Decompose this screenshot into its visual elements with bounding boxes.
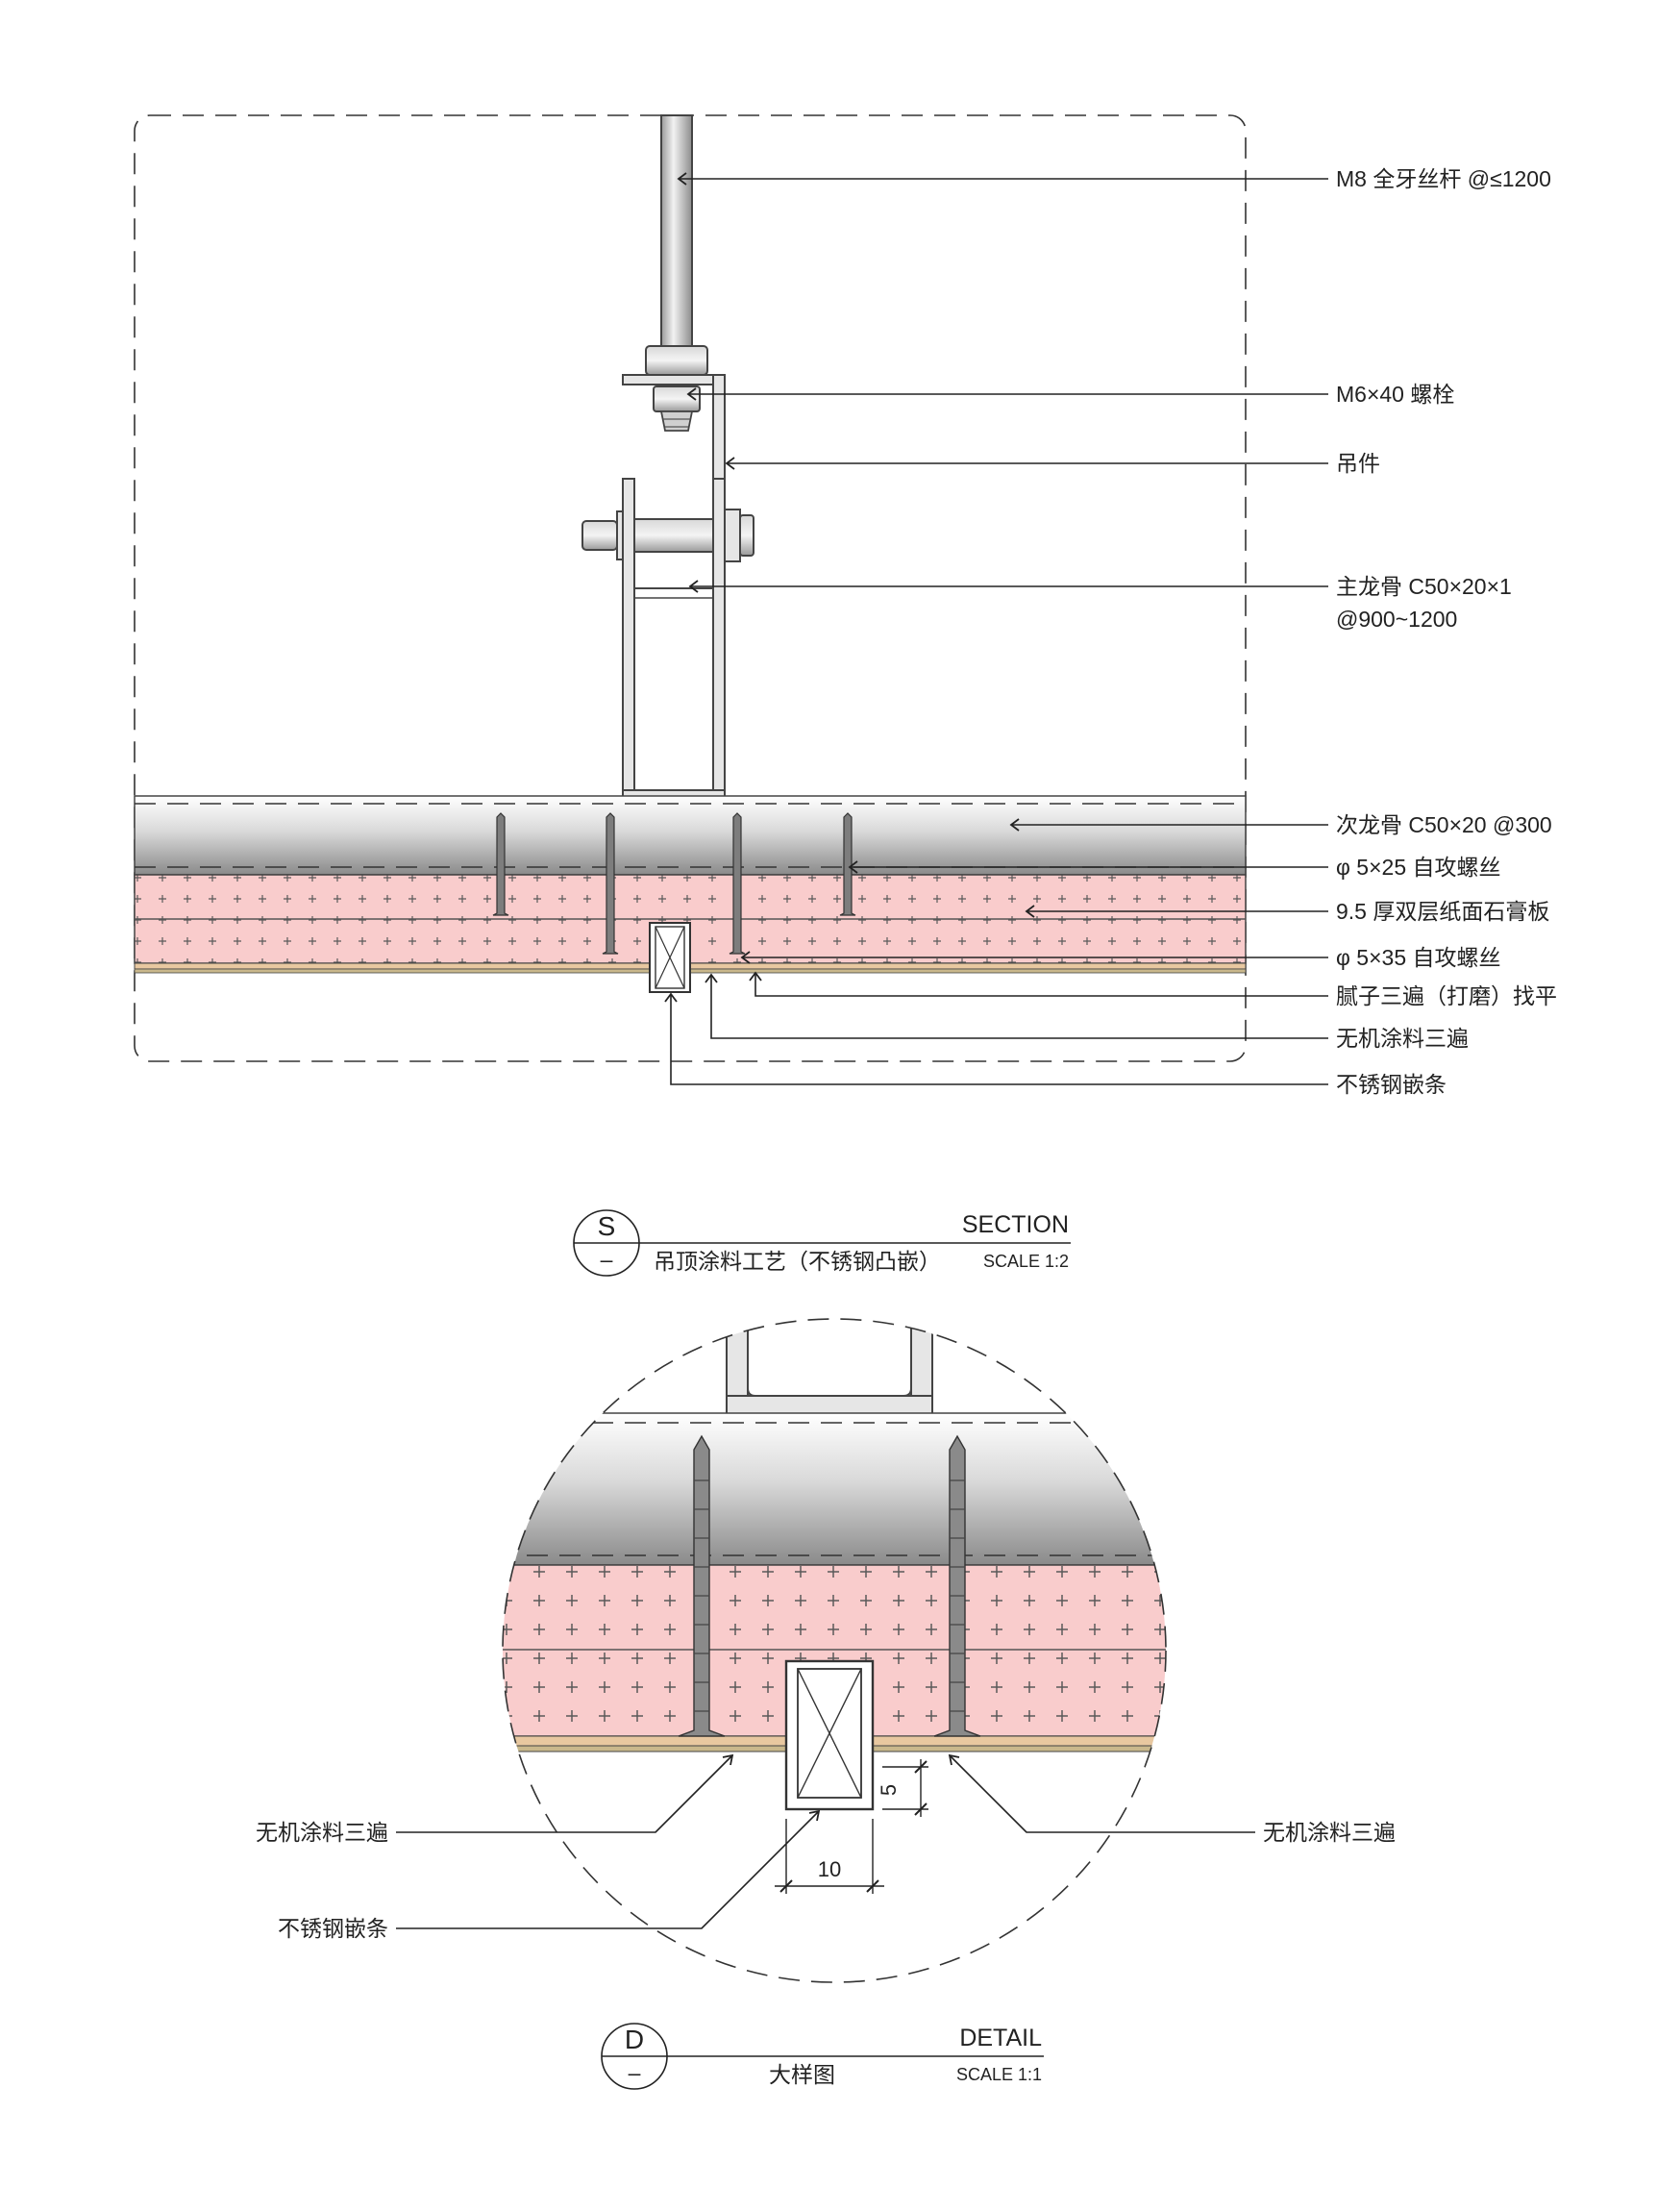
detail-symbol: D (625, 2025, 644, 2054)
label-bolt: M6×40 螺栓 (1336, 382, 1454, 407)
detail-type: DETAIL (959, 2025, 1042, 2051)
label-screw-25: φ 5×25 自攻螺丝 (1336, 855, 1501, 880)
section-type: SECTION (962, 1211, 1069, 1238)
detail-scale: SCALE 1:1 (956, 2065, 1042, 2084)
m6-bolt (631, 518, 714, 553)
section-sub-symbol: – (601, 1247, 613, 1272)
detail-leaders (396, 1753, 1255, 1929)
dimension-depth-value: 5 (877, 1784, 901, 1796)
dimension-width-value: 10 (818, 1857, 841, 1881)
detail-title-block: D – DETAIL 大样图 SCALE 1:1 (601, 2023, 1044, 2090)
section-scale: SCALE 1:2 (983, 1252, 1069, 1271)
detail-label-strip: 不锈钢嵌条 (278, 1916, 388, 1941)
detail-label-paint-left: 无机涂料三遍 (256, 1820, 388, 1845)
label-secondary-keel: 次龙骨 C50×20 @300 (1336, 812, 1552, 837)
rod-nut (645, 345, 708, 376)
detail-main-keel (726, 1319, 933, 1418)
detail-screws (678, 1434, 981, 1737)
section-symbol: S (598, 1211, 616, 1241)
label-strip: 不锈钢嵌条 (1336, 1072, 1447, 1097)
detail-sub-symbol: – (629, 2060, 641, 2085)
stainless-strip (649, 922, 691, 993)
detail-stainless-strip (784, 1659, 875, 1811)
label-putty: 腻子三遍（打磨）找平 (1336, 983, 1557, 1008)
section-title: 吊顶涂料工艺（不锈钢凸嵌） (654, 1249, 941, 1274)
label-screw-35: φ 5×35 自攻螺丝 (1336, 945, 1501, 970)
detail-title: 大样图 (769, 2062, 835, 2087)
detail-view: 5 10 无机涂料三遍 无机涂料三遍 不锈钢嵌条 D – DETAIL 大样图 … (256, 1318, 1396, 2090)
dimension-depth: 5 (877, 1759, 928, 1817)
label-gypsum: 9.5 厚双层纸面石膏板 (1336, 899, 1549, 924)
secondary-keel (134, 795, 1247, 876)
screws (492, 812, 856, 955)
section-title-block: S – SECTION 吊顶涂料工艺（不锈钢凸嵌） SCALE 1:2 (573, 1209, 1071, 1277)
label-hanger: 吊件 (1336, 451, 1380, 476)
label-main-keel: 主龙骨 C50×20×1 (1336, 574, 1512, 599)
label-threaded-rod: M8 全牙丝杆 @≤1200 (1336, 166, 1551, 191)
detail-secondary-keel (503, 1412, 1166, 1566)
section-leaders (664, 172, 1328, 1085)
label-paint: 无机涂料三遍 (1336, 1026, 1469, 1051)
dimension-width: 10 (775, 1819, 884, 1894)
detail-label-paint-right: 无机涂料三遍 (1263, 1820, 1396, 1845)
label-main-keel-spacing: @900~1200 (1336, 607, 1457, 632)
detail-circle (502, 1318, 1167, 1983)
section-view: M8 全牙丝杆 @≤1200 M6×40 螺栓 吊件 主龙骨 C50×20×1 … (134, 114, 1557, 1277)
